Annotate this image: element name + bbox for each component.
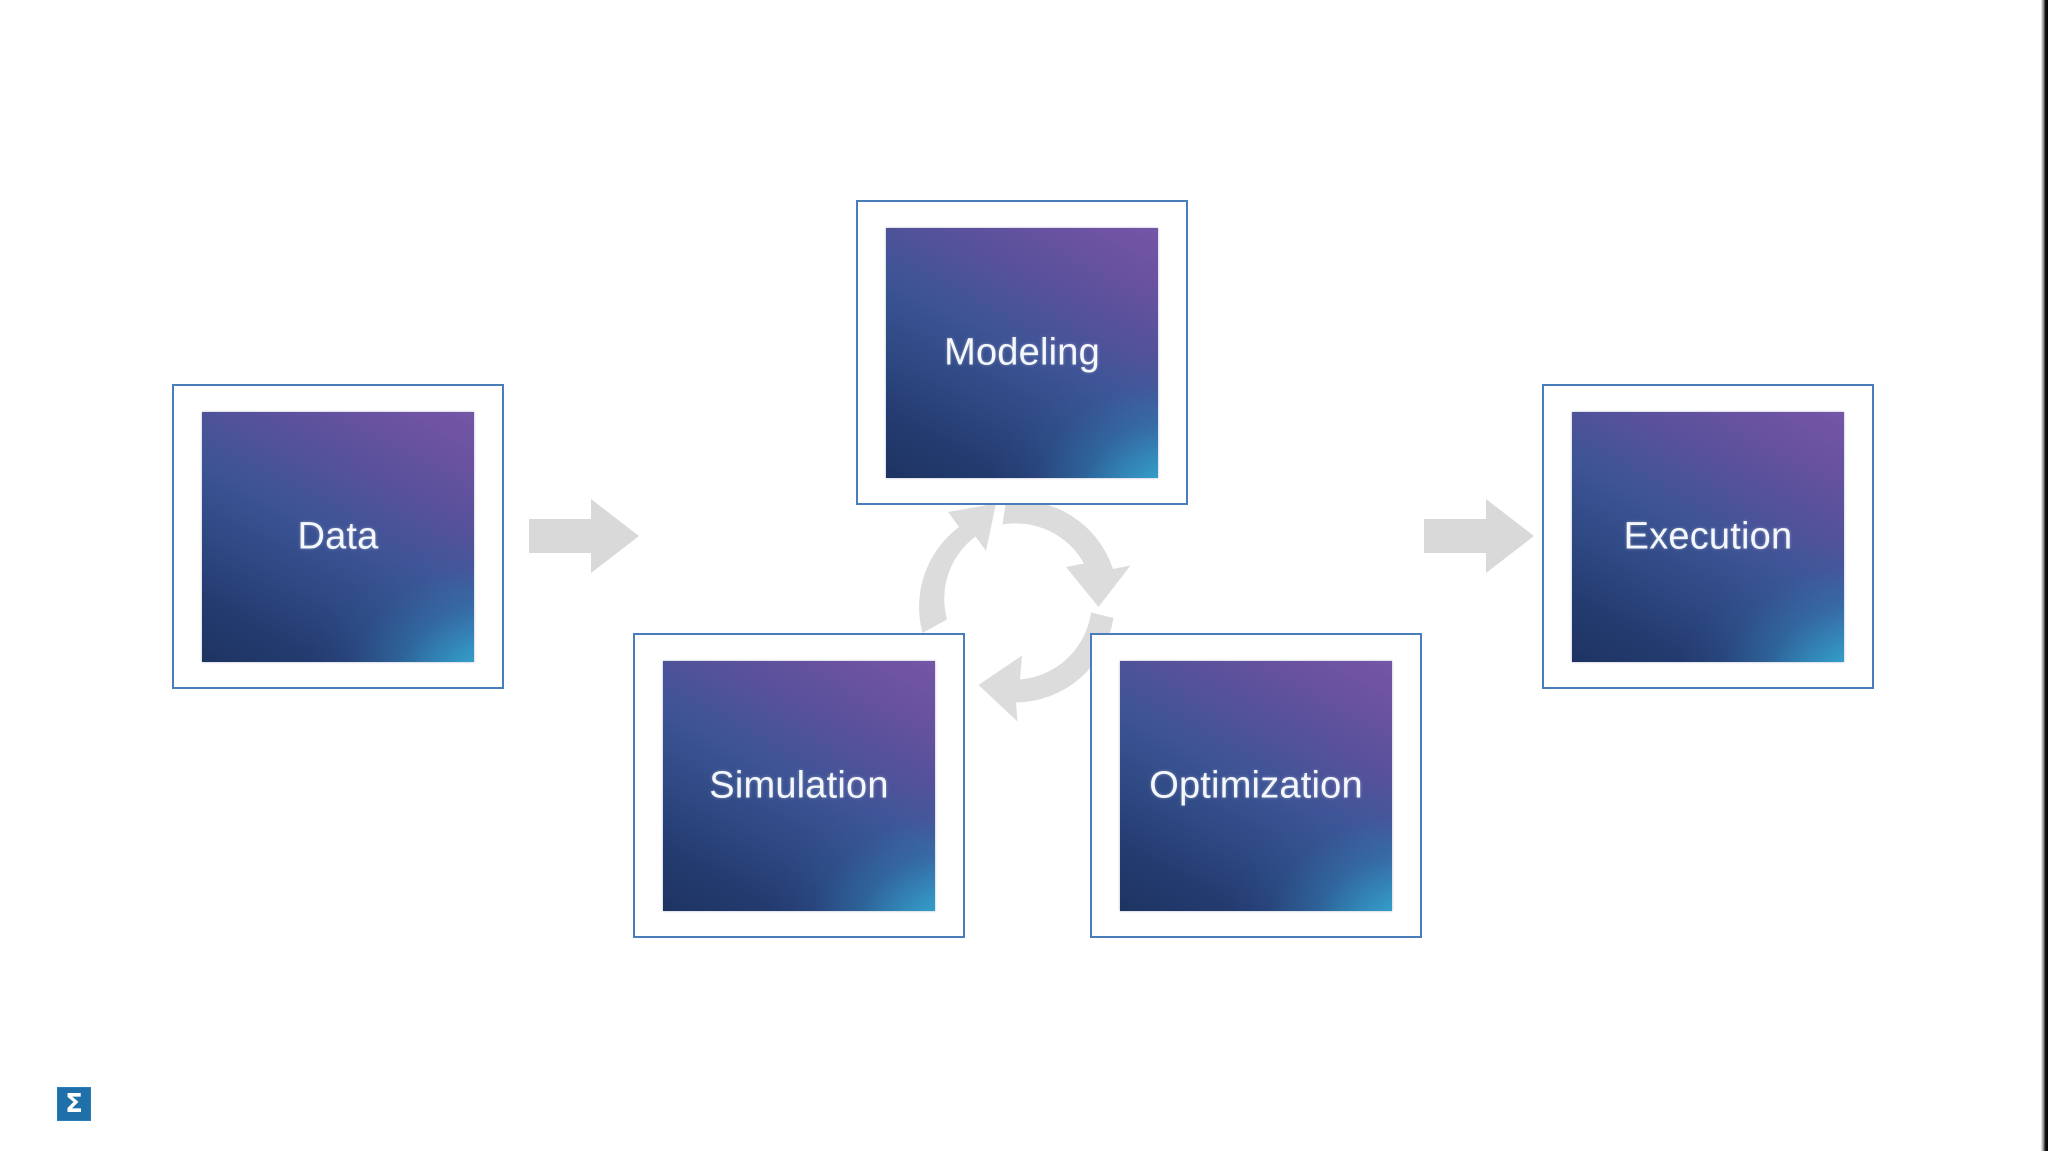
stage-card-optimization-label: Optimization — [1149, 764, 1363, 807]
stage-card-data-gradient: Data — [202, 412, 474, 662]
stage-card-execution-gradient: Execution — [1572, 412, 1844, 662]
stage-card-modeling[interactable]: Modeling — [856, 200, 1188, 505]
stage-card-data-label: Data — [297, 515, 379, 558]
stage-card-simulation-label: Simulation — [709, 764, 889, 807]
stage-card-simulation-gradient: Simulation — [663, 661, 935, 911]
sigma-logo-icon: Σ — [57, 1087, 91, 1121]
stage-card-modeling-label: Modeling — [944, 331, 1100, 374]
stage-card-execution-label: Execution — [1623, 515, 1793, 558]
right-edge-strip — [2041, 0, 2048, 1151]
stage-card-modeling-gradient: Modeling — [886, 228, 1158, 478]
stage-card-optimization-gradient: Optimization — [1120, 661, 1392, 911]
stage-card-execution[interactable]: Execution — [1542, 384, 1874, 689]
circular-arrow-icon — [900, 483, 1140, 723]
stage-card-data[interactable]: Data — [172, 384, 504, 689]
stage-card-optimization[interactable]: Optimization — [1090, 633, 1422, 938]
stage-card-simulation[interactable]: Simulation — [633, 633, 965, 938]
arrow-right-icon — [529, 497, 639, 575]
sigma-glyph: Σ — [65, 1089, 83, 1119]
arrow-right-icon — [1424, 497, 1534, 575]
